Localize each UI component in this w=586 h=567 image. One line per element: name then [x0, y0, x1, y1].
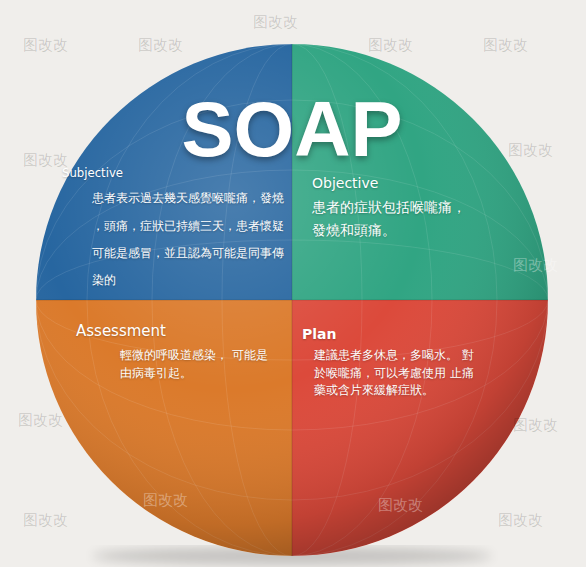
- title-text: SOAP: [181, 84, 402, 175]
- watermark: 图改改: [18, 411, 63, 430]
- watermark: 图改改: [513, 256, 558, 275]
- watermark: 图改改: [23, 511, 68, 530]
- assessment-quadrant: Assessment 輕微的呼吸道感染， 可能是由病毒引起。: [76, 322, 276, 382]
- plan-quadrant: Plan 建議患者多休息，多喝水。 對於喉嚨痛，可以考慮使用 止痛藥或含片來緩解症…: [302, 325, 482, 399]
- sphere-quadrants: [30, 40, 556, 562]
- watermark: 图改改: [253, 13, 298, 32]
- watermark: 图改改: [143, 491, 188, 510]
- section-heading: Subjective: [62, 166, 284, 181]
- sphere-grid: [36, 44, 548, 556]
- section-heading: Objective: [312, 174, 480, 192]
- sphere-shading: [36, 44, 548, 556]
- watermark: 图改改: [483, 36, 528, 55]
- watermark: 图改改: [378, 496, 423, 515]
- objective-quadrant: Objective 患者的症狀包括喉嚨痛， 發燒和頭痛。: [312, 174, 480, 241]
- subjective-quadrant: Subjective 患者表示過去幾天感覺喉嚨痛，發燒 ，頭痛，症狀已持續三天，患…: [62, 166, 284, 295]
- watermark: 图改改: [23, 36, 68, 55]
- watermark: 图改改: [23, 151, 68, 170]
- section-body: 建議患者多休息，多喝水。 對於喉嚨痛，可以考慮使用 止痛藥或含片來緩解症狀。: [302, 347, 482, 399]
- watermark: 图改改: [508, 141, 553, 160]
- watermark: 图改改: [138, 36, 183, 55]
- watermark: 图改改: [513, 416, 558, 435]
- watermark: 图改改: [368, 36, 413, 55]
- section-body: 患者的症狀包括喉嚨痛， 發燒和頭痛。: [312, 196, 480, 241]
- section-body: 輕微的呼吸道感染， 可能是由病毒引起。: [76, 346, 276, 382]
- watermark: 图改改: [498, 511, 543, 530]
- section-heading: Plan: [302, 325, 482, 343]
- section-heading: Assessment: [76, 322, 276, 342]
- section-body: 患者表示過去幾天感覺喉嚨痛，發燒 ，頭痛，症狀已持續三天，患者懷疑 可能是感冒，…: [62, 185, 284, 294]
